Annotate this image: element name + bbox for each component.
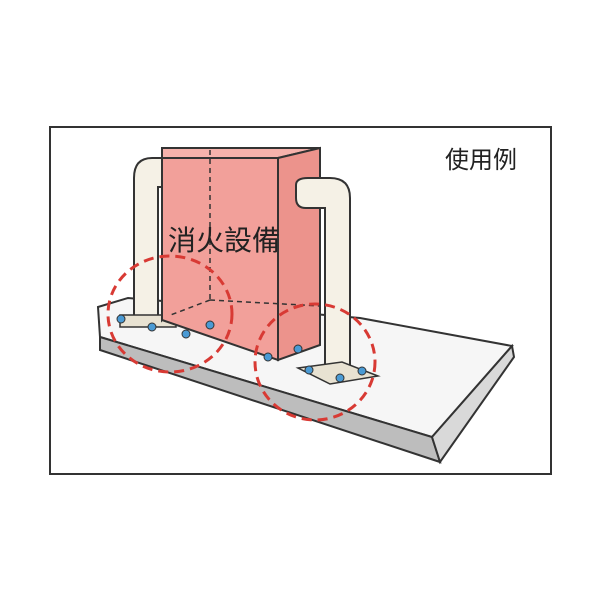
bolt-icon [304, 365, 314, 375]
equipment-label: 消火設備 [168, 224, 280, 257]
fire-equipment-box: 消火設備 [161, 146, 321, 362]
bolt-icon [147, 322, 157, 332]
anchor-bolts [116, 314, 367, 383]
bolt-icon [181, 329, 191, 339]
bolt-icon [357, 366, 367, 376]
bolt-icon [263, 352, 273, 362]
bolt-icon [293, 344, 303, 354]
right-pipe-guard [295, 177, 381, 385]
bolt-icon [116, 314, 126, 324]
bolt-icon [335, 373, 345, 383]
bolt-icon [205, 320, 215, 330]
highlight-circle-left [106, 254, 234, 374]
highlight-circle-right [253, 302, 377, 422]
usage-example-label: 使用例 [445, 146, 517, 174]
